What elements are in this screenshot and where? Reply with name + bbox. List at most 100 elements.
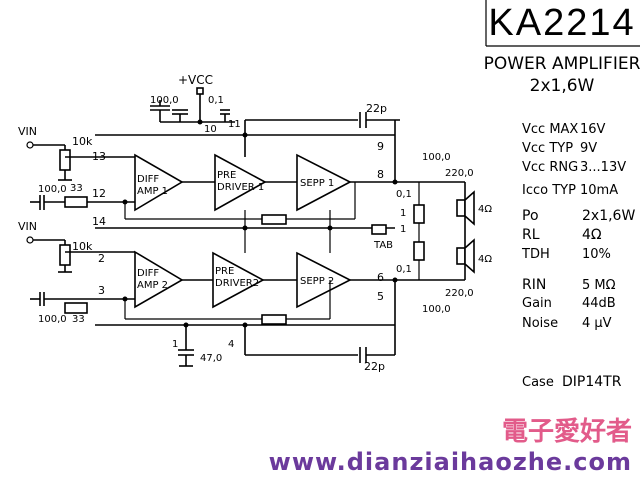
c-snub2-label: 0,1 (396, 264, 412, 275)
diff-amp-1-label2: AMP 1 (137, 186, 168, 197)
input-2-label: VIN (18, 220, 37, 233)
pin-12: 12 (92, 187, 106, 200)
spec-value-vcc-typ: 9V (580, 141, 597, 156)
sepp-2-label: SEPP 2 (300, 276, 334, 287)
capacitor-c-vcc2: 0,1 (172, 95, 224, 122)
sepp-1-label: SEPP 1 (300, 178, 334, 189)
title-box: KA2214 POWER AMPLIFIER 2x1,6W (484, 0, 640, 96)
pin-4: 4 (228, 339, 234, 350)
watermark: 電子愛好者 www.dianziaihaozhe.com (269, 417, 632, 476)
input-1-terminal[interactable] (26, 141, 34, 149)
pin-5: 5 (377, 290, 384, 303)
spec-value-noise: 4 μV (582, 316, 612, 331)
spec-label-rl: RL (522, 227, 540, 243)
c-fb-bot-label: 22p (364, 360, 385, 373)
pre-driver-2-label2: DRIVER2 (215, 278, 259, 289)
diff-amp-1: DIFF AMP 1 (134, 153, 184, 212)
description-line1: POWER AMPLIFIER (484, 54, 640, 74)
speaker-2: 4Ω (456, 238, 492, 280)
pin-10: 10 (204, 124, 217, 135)
speaker-1: 4Ω (456, 182, 492, 226)
resistor-r-in1 (59, 149, 71, 171)
watermark-chinese: 電子愛好者 (502, 417, 632, 447)
diff-amp-1-label1: DIFF (137, 174, 159, 185)
sepp-2: SEPP 2 (296, 251, 352, 309)
pin-11: 11 (228, 119, 241, 130)
r-in2-label: 10k (72, 240, 93, 253)
supply-label: +VCC (178, 73, 213, 87)
diff-amp-2-label2: AMP 2 (137, 280, 168, 291)
c-snub1-label: 0,1 (396, 189, 412, 200)
pin-8: 8 (377, 168, 384, 181)
spec-value-vcc-max: 16V (580, 122, 606, 137)
input-2-terminal[interactable] (26, 236, 34, 244)
internal-resistor-2 (261, 314, 287, 325)
spec-label-icco-typ: Icco TYP (522, 183, 576, 198)
pre-driver-1-label2: DRIVER 1 (217, 182, 264, 193)
feedback-1: 100,0 33 12 (30, 183, 135, 210)
watermark-url: www.dianziaihaozhe.com (269, 448, 632, 476)
input-1-label: VIN (18, 125, 37, 138)
spec-value-icco-typ: 10mA (580, 183, 618, 198)
c-vcc2-label: 0,1 (208, 95, 224, 106)
r-fb2-label: 33 (72, 314, 85, 325)
input-1: VIN 10k 13 (18, 125, 135, 181)
pre-driver-1: PRE DRIVER 1 (214, 153, 267, 212)
r-snub2-label: 1 (400, 224, 406, 235)
c-fb2-label: 100,0 (38, 314, 67, 325)
spk1-label: 4Ω (478, 204, 492, 215)
pin-3: 3 (98, 284, 105, 297)
spec-label-vcc-rng: Vcc RNG (522, 160, 578, 175)
spec-label-po: Po (522, 208, 539, 224)
r-snub1-label: 1 (400, 208, 406, 219)
schematic: +VCC 100,0 0,1 10 11 22p (18, 73, 492, 373)
diff-amp-2-label1: DIFF (137, 268, 159, 279)
pin-2: 2 (98, 252, 105, 265)
spk2-label: 4Ω (478, 254, 492, 265)
internal-resistor-1 (261, 214, 287, 225)
pin-tab: TAB (373, 240, 393, 251)
spec-value-vcc-rng: 3...13V (580, 160, 626, 175)
r-in1-label: 10k (72, 135, 93, 148)
pin-9: 9 (377, 140, 384, 153)
spec-value-rl: 4Ω (582, 227, 602, 243)
description-line2: 2x1,6W (530, 76, 595, 96)
sepp-1: SEPP 1 (296, 153, 352, 212)
spec-value-rin: 5 MΩ (582, 278, 616, 293)
spec-label-gain: Gain (522, 296, 552, 311)
capacitor-c-vcc1: 100,0 (150, 95, 179, 122)
resistor-r-fb1 (64, 196, 88, 208)
spec-value-po: 2x1,6W (582, 208, 635, 224)
tab-block (371, 224, 387, 235)
resistor-r-in2 (59, 244, 71, 266)
c-boot2-label: 100,0 (422, 304, 451, 315)
diff-amp-2: DIFF AMP 2 (134, 250, 184, 309)
c-fb-top-label: 22p (366, 102, 387, 115)
pre-driver-1-label1: PRE (217, 170, 236, 181)
case-label: Case (522, 375, 554, 390)
resistor-r-snub2 (413, 241, 425, 261)
pin-1: 1 (172, 339, 178, 350)
spec-value-gain: 44dB (582, 296, 616, 311)
spec-value-tdh: 10% (582, 247, 611, 262)
case-value: DIP14TR (562, 374, 622, 390)
pre-driver-2: PRE DRIVER2 (212, 251, 265, 309)
spec-table: Vcc MAX 16V Vcc TYP 9V Vcc RNG 3...13V I… (521, 122, 635, 390)
spec-label-noise: Noise (522, 316, 558, 331)
r-fb1-label: 33 (70, 183, 83, 194)
c-ripple-label: 47,0 (200, 353, 222, 364)
pin-14: 14 (92, 215, 106, 228)
c-fb1-label: 100,0 (38, 184, 67, 195)
input-2: VIN 10k 2 (18, 220, 135, 273)
spec-label-tdh: TDH (521, 247, 550, 262)
c-boot1-label: 100,0 (422, 152, 451, 163)
c-out2-label: 220,0 (445, 288, 474, 299)
pre-driver-2-label1: PRE (215, 266, 234, 277)
part-number: KA2214 (488, 2, 635, 44)
spec-label-vcc-max: Vcc MAX (522, 122, 578, 137)
c-vcc1-label: 100,0 (150, 95, 179, 106)
resistor-r-fb2 (64, 302, 88, 314)
feedback-2: 100,0 33 3 (30, 284, 135, 325)
spec-label-vcc-typ: Vcc TYP (522, 141, 573, 156)
